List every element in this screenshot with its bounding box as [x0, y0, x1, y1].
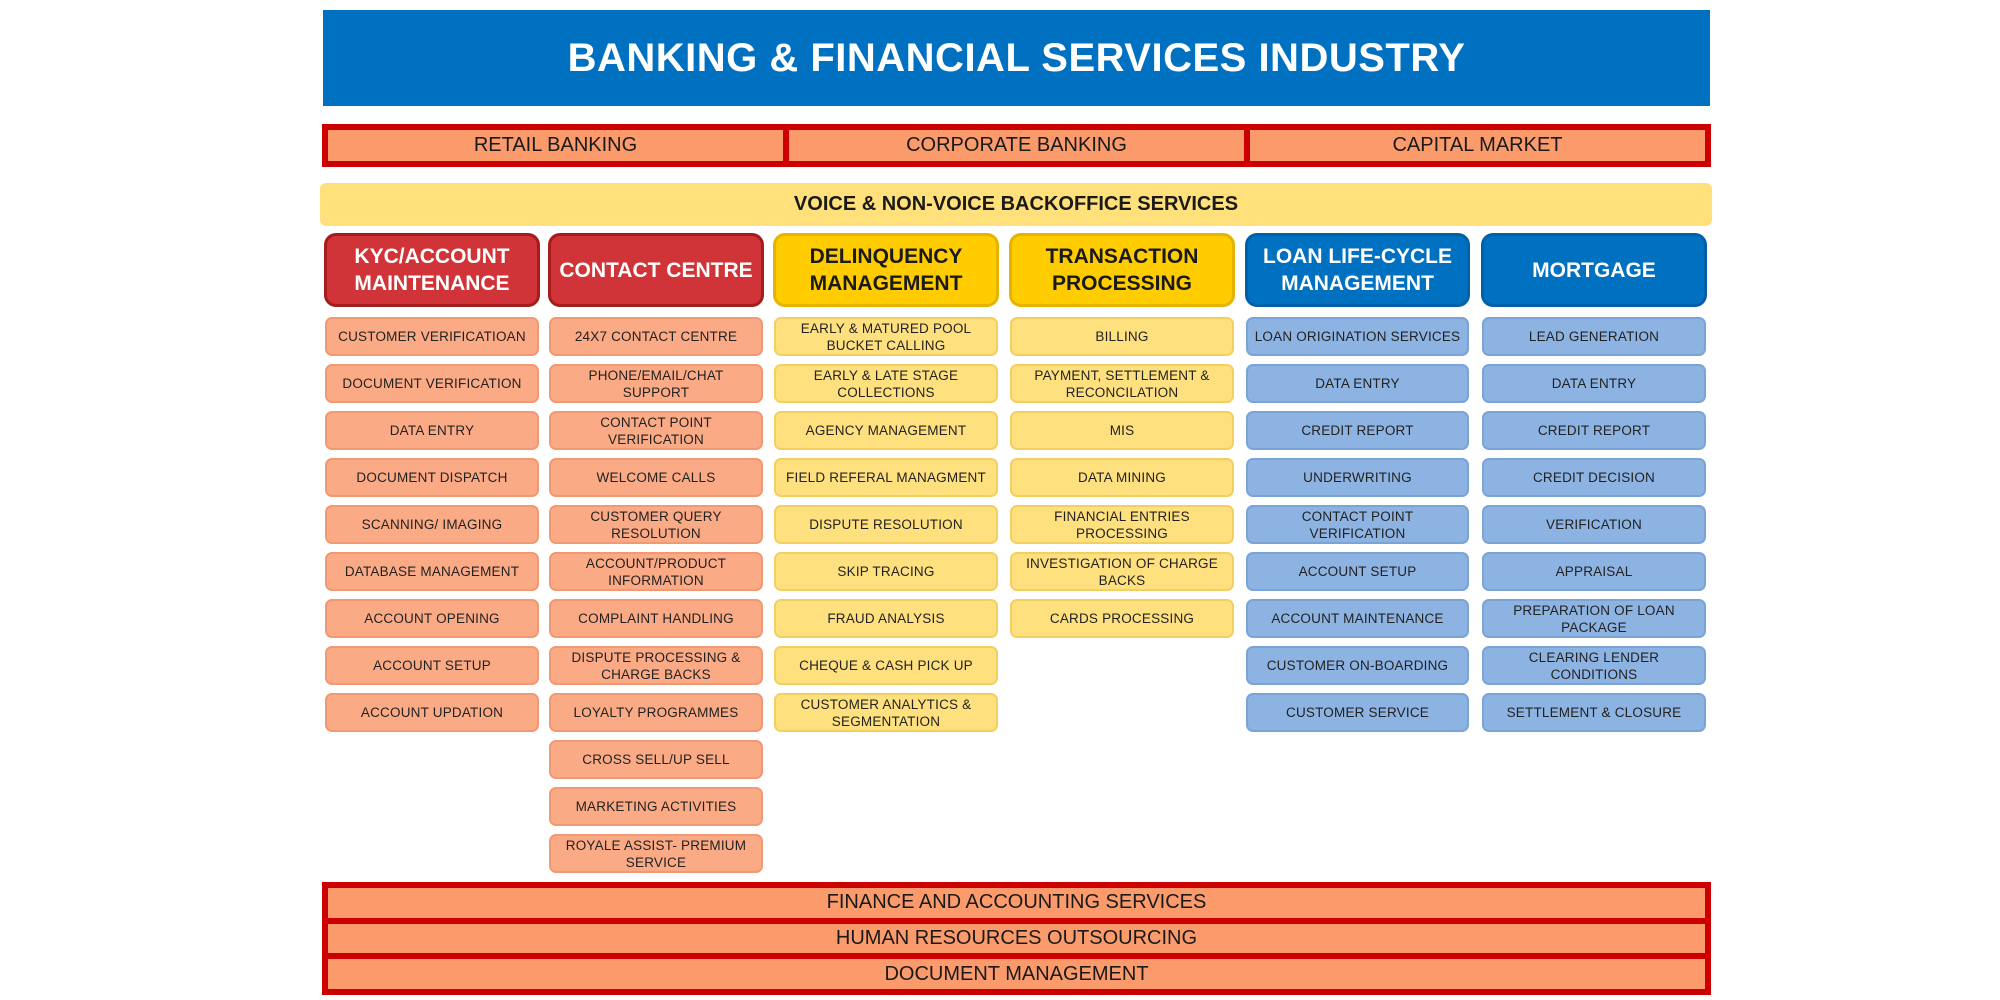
service-item: CROSS SELL/UP SELL [549, 740, 763, 779]
service-item: MIS [1010, 411, 1234, 450]
document-management: DOCUMENT MANAGEMENT [328, 959, 1705, 990]
service-item: DATA ENTRY [1482, 364, 1706, 403]
service-item: EARLY & LATE STAGE COLLECTIONS [774, 364, 998, 403]
service-item: FINANCIAL ENTRIES PROCESSING [1010, 505, 1234, 544]
service-item: WELCOME CALLS [549, 458, 763, 497]
service-item: APPRAISAL [1482, 552, 1706, 591]
service-item: ACCOUNT MAINTENANCE [1246, 599, 1469, 638]
service-item: CREDIT REPORT [1482, 411, 1706, 450]
human-resources-outsourcing: HUMAN RESOURCES OUTSOURCING [328, 923, 1705, 954]
service-item: FRAUD ANALYSIS [774, 599, 998, 638]
service-item: FIELD REFERAL MANAGMENT [774, 458, 998, 497]
column-header-loan-life-cycle-management: LOAN LIFE-CYCLE MANAGEMENT [1245, 233, 1470, 307]
service-item: DATA ENTRY [1246, 364, 1469, 403]
service-item: DATA MINING [1010, 458, 1234, 497]
service-item: LOAN ORIGINATION SERVICES [1246, 317, 1469, 356]
column-header-kyc-account-maintenance: KYC/ACCOUNT MAINTENANCE [324, 233, 540, 307]
service-item: EARLY & MATURED POOL BUCKET CALLING [774, 317, 998, 356]
service-item: CUSTOMER ANALYTICS & SEGMENTATION [774, 693, 998, 732]
service-item: AGENCY MANAGEMENT [774, 411, 998, 450]
service-item: DATA ENTRY [325, 411, 539, 450]
service-item: COMPLAINT HANDLING [549, 599, 763, 638]
service-item: LOYALTY PROGRAMMES [549, 693, 763, 732]
service-item: DISPUTE PROCESSING & CHARGE BACKS [549, 646, 763, 685]
service-item: 24X7 CONTACT CENTRE [549, 317, 763, 356]
service-item: PHONE/EMAIL/CHAT SUPPORT [549, 364, 763, 403]
service-item: DOCUMENT DISPATCH [325, 458, 539, 497]
column-header-contact-centre: CONTACT CENTRE [548, 233, 764, 307]
finance-accounting-services: FINANCE AND ACCOUNTING SERVICES [328, 888, 1705, 918]
column-header-mortgage: MORTGAGE [1481, 233, 1707, 307]
service-item: SETTLEMENT & CLOSURE [1482, 693, 1706, 732]
title-banner: BANKING & FINANCIAL SERVICES INDUSTRY [323, 10, 1710, 106]
service-item: CONTACT POINT VERIFICATION [1246, 505, 1469, 544]
service-item: ACCOUNT SETUP [1246, 552, 1469, 591]
service-item: SKIP TRACING [774, 552, 998, 591]
service-item: CREDIT REPORT [1246, 411, 1469, 450]
service-item: SCANNING/ IMAGING [325, 505, 539, 544]
service-item: PREPARATION OF LOAN PACKAGE [1482, 599, 1706, 638]
service-item: CHEQUE & CASH PICK UP [774, 646, 998, 685]
page-title: BANKING & FINANCIAL SERVICES INDUSTRY [567, 35, 1466, 80]
service-item: LEAD GENERATION [1482, 317, 1706, 356]
service-item: UNDERWRITING [1246, 458, 1469, 497]
service-item: CUSTOMER QUERY RESOLUTION [549, 505, 763, 544]
column-header-delinquency-management: DELINQUENCY MANAGEMENT [773, 233, 999, 307]
column-header-transaction-processing: TRANSACTION PROCESSING [1009, 233, 1235, 307]
service-item: ACCOUNT/PRODUCT INFORMATION [549, 552, 763, 591]
banking-segments: RETAIL BANKING CORPORATE BANKING CAPITAL… [322, 124, 1711, 167]
service-item: CUSTOMER ON-BOARDING [1246, 646, 1469, 685]
service-item: ACCOUNT UPDATION [325, 693, 539, 732]
service-item: ACCOUNT SETUP [325, 646, 539, 685]
service-item: ROYALE ASSIST- PREMIUM SERVICE [549, 834, 763, 873]
service-item: DOCUMENT VERIFICATION [325, 364, 539, 403]
backoffice-title: VOICE & NON-VOICE BACKOFFICE SERVICES [793, 193, 1239, 215]
bottom-services: FINANCE AND ACCOUNTING SERVICES HUMAN RE… [322, 882, 1711, 995]
segment-corporate-banking: CORPORATE BANKING [789, 130, 1244, 161]
service-item: DISPUTE RESOLUTION [774, 505, 998, 544]
service-item: BILLING [1010, 317, 1234, 356]
service-item: CUSTOMER SERVICE [1246, 693, 1469, 732]
service-item: CONTACT POINT VERIFICATION [549, 411, 763, 450]
service-item: ACCOUNT OPENING [325, 599, 539, 638]
service-item: CARDS PROCESSING [1010, 599, 1234, 638]
service-item: CREDIT DECISION [1482, 458, 1706, 497]
service-item: PAYMENT, SETTLEMENT & RECONCILATION [1010, 364, 1234, 403]
backoffice-services-bar: VOICE & NON-VOICE BACKOFFICE SERVICES [320, 183, 1712, 226]
segment-capital-market: CAPITAL MARKET [1250, 130, 1705, 161]
service-item: MARKETING ACTIVITIES [549, 787, 763, 826]
service-item: CLEARING LENDER CONDITIONS [1482, 646, 1706, 685]
service-item: INVESTIGATION OF CHARGE BACKS [1010, 552, 1234, 591]
service-item: VERIFICATION [1482, 505, 1706, 544]
service-item: DATABASE MANAGEMENT [325, 552, 539, 591]
segment-retail-banking: RETAIL BANKING [328, 130, 783, 161]
service-item: CUSTOMER VERIFICATIOAN [325, 317, 539, 356]
